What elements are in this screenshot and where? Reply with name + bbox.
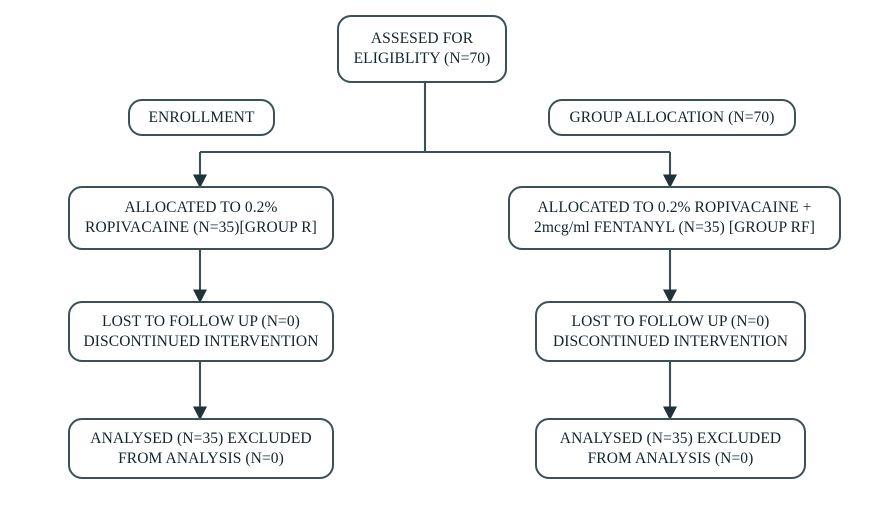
node-lost-to-follow-up-group-rf-label: LOST TO FOLLOW UP (N=0) DISCONTINUED INT… bbox=[552, 312, 788, 350]
node-group-allocation-label: GROUP ALLOCATION (N=70) bbox=[569, 108, 775, 126]
node-enrollment: ENROLLMENT bbox=[128, 99, 275, 136]
node-enrollment-label: ENROLLMENT bbox=[148, 108, 255, 126]
node-assessed-for-eligibility: ASSESED FOR ELIGIBLITY (N=70) bbox=[337, 15, 507, 83]
node-analysed-group-rf: ANALYSED (N=35) EXCLUDED FROM ANALYSIS (… bbox=[535, 418, 806, 479]
node-analysed-group-r-label: ANALYSED (N=35) EXCLUDED FROM ANALYSIS (… bbox=[90, 429, 312, 467]
node-assessed-label: ASSESED FOR ELIGIBLITY (N=70) bbox=[353, 30, 491, 67]
node-allocated-group-rf: ALLOCATED TO 0.2% ROPIVACAINE + 2mcg/ml … bbox=[508, 186, 841, 250]
node-analysed-group-rf-label: ANALYSED (N=35) EXCLUDED FROM ANALYSIS (… bbox=[559, 429, 782, 467]
node-allocated-group-r-label: ALLOCATED TO 0.2% ROPIVACAINE (N=35)[GRO… bbox=[85, 199, 317, 236]
node-lost-to-follow-up-group-rf: LOST TO FOLLOW UP (N=0) DISCONTINUED INT… bbox=[535, 301, 806, 362]
node-group-allocation: GROUP ALLOCATION (N=70) bbox=[548, 99, 796, 136]
node-allocated-group-rf-label: ALLOCATED TO 0.2% ROPIVACAINE + 2mcg/ml … bbox=[534, 199, 815, 236]
node-allocated-group-r: ALLOCATED TO 0.2% ROPIVACAINE (N=35)[GRO… bbox=[68, 186, 334, 250]
node-analysed-group-r: ANALYSED (N=35) EXCLUDED FROM ANALYSIS (… bbox=[68, 418, 334, 479]
node-lost-to-follow-up-group-r: LOST TO FOLLOW UP (N=0) DISCONTINUED INT… bbox=[68, 301, 334, 362]
node-lost-to-follow-up-group-r-label: LOST TO FOLLOW UP (N=0) DISCONTINUED INT… bbox=[83, 312, 319, 350]
